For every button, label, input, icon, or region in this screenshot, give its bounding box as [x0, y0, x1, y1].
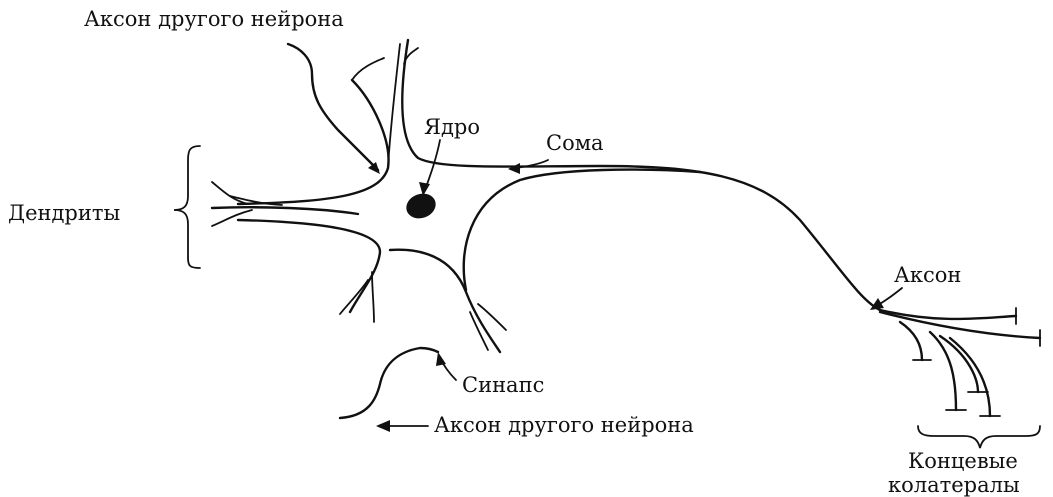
dendrite-left-main: [212, 207, 358, 214]
terminals-brace: [918, 426, 1040, 448]
label-terminals-line1: Концевые: [908, 449, 1018, 473]
dendrite-upper-branch-2: [388, 44, 400, 168]
dendrite-lower-left-b: [340, 280, 368, 314]
arrow-synapse-head: [436, 352, 446, 366]
arrow-soma-head: [508, 163, 520, 174]
label-soma: Сома: [546, 131, 604, 155]
other-axon-bottom: [340, 348, 438, 418]
dendrite-upper-right: [402, 40, 880, 310]
soma-lower-right: [390, 250, 500, 352]
arrow-nucleus-line: [425, 140, 440, 190]
dendrites-brace: [174, 146, 200, 268]
arrow-other-axon-bottom-head: [376, 420, 390, 432]
label-axon-other-top: Аксон другого нейрона: [84, 7, 344, 31]
label-nucleus: Ядро: [424, 115, 480, 139]
dendrite-left-branch-2: [212, 210, 252, 226]
axon-lower-contour: [464, 170, 700, 290]
dendrite-left-branch-1: [212, 182, 248, 204]
axon-terminals: [880, 308, 1040, 416]
label-axon-other-bottom: Аксон другого нейрона: [434, 413, 694, 437]
label-terminals-line2: колатералы: [888, 473, 1020, 497]
dendrite-upper-left: [238, 80, 389, 204]
other-axon-top: [288, 44, 378, 170]
label-axon: Аксон: [894, 263, 961, 287]
label-synapse: Синапс: [462, 373, 544, 397]
label-dendrites: Дендриты: [8, 201, 120, 225]
dendrite-lower-left-a: [372, 272, 374, 322]
soma-lower-left: [238, 220, 380, 312]
dendrite-upper-branch: [352, 58, 384, 80]
arrow-other-axon-top: [368, 162, 380, 174]
nucleus: [403, 190, 439, 223]
terminal-branch-3: [900, 322, 922, 360]
pointer-arrows: [368, 140, 902, 432]
